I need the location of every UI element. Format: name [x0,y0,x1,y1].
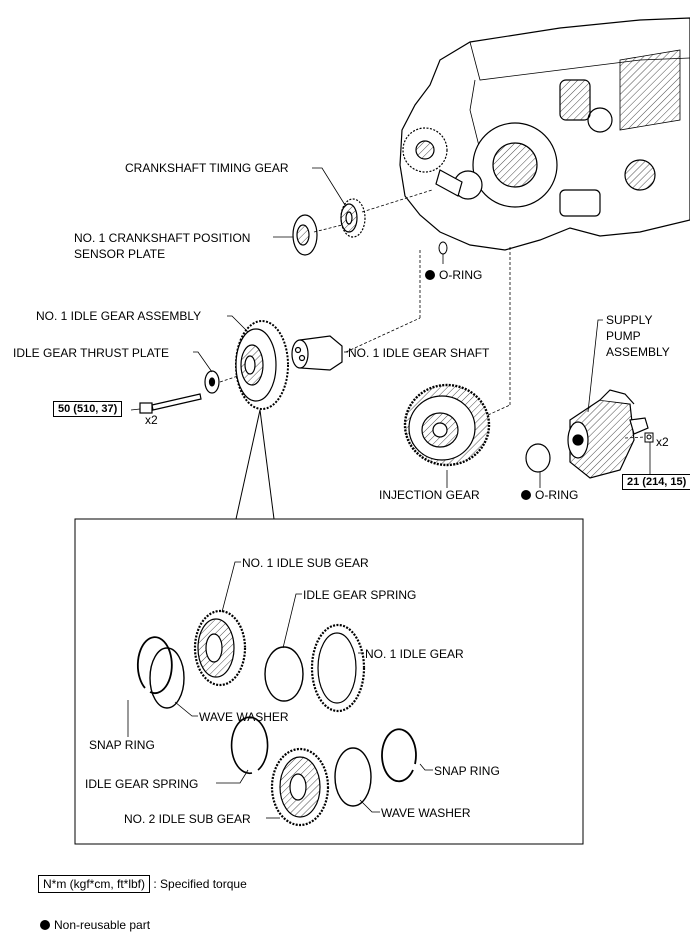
supply-pump-assembly [567,389,649,479]
crankshaft-position-sensor-plate [292,214,318,256]
legend-nonreusable-text: Non-reusable part [54,918,151,932]
legend-torque-desc: : Specified torque [153,877,247,891]
leader-lines [130,167,651,488]
crankshaft-timing-gear [340,198,366,238]
label-no1-idle-sub-gear: NO. 1 IDLE SUB GEAR [242,556,369,570]
non-reusable-icon [425,270,435,280]
no1-idle-gear-assembly [235,320,289,410]
pump-nut [644,432,654,443]
label-snap-ring-2: SNAP RING [434,764,500,778]
label-snap-ring-1: SNAP RING [89,738,155,752]
o-ring-top-part [438,241,448,255]
engine-block [399,17,690,251]
detail-leader-lines [127,561,433,819]
no1-idle-gear-part [310,623,366,713]
idle-gear-thrust-plate [204,370,220,394]
label-supply-pump-line2: PUMP [606,329,641,343]
legend-torque-unit: N*m (kgf*cm, ft*lbf) [38,875,151,893]
label-injection-gear: INJECTION GEAR [379,488,480,502]
no1-idle-gear-shaft [291,335,343,371]
alignment-lines [219,189,646,439]
label-no1-idle-gear-assembly: NO. 1 IDLE GEAR ASSEMBLY [36,309,202,323]
label-idle-gear-spring-2: IDLE GEAR SPRING [85,777,199,791]
label-supply-pump-line1: SUPPLY [606,313,653,327]
label-o-ring-pump: O-RING [521,488,578,502]
snap-ring-1-part [136,636,173,695]
label-o-ring-top-text: O-RING [439,268,483,282]
injection-gear [403,383,491,467]
label-crankshaft-position-sensor-plate-line1: NO. 1 CRANKSHAFT POSITION [74,231,251,245]
torque-idle-gear-bolt: 50 (510, 37) [53,401,123,417]
wave-washer-2-part [334,747,372,807]
label-no1-idle-gear: NO. 1 IDLE GEAR [365,647,464,661]
o-ring-pump-part [525,443,551,473]
idle-gear-spring-2-part [230,716,269,775]
label-supply-pump-line3: ASSEMBLY [606,345,670,359]
label-bolt-quantity: x2 [145,413,158,427]
legend-nonreusable: Non-reusable part [40,918,150,932]
label-crankshaft-timing-gear: CRANKSHAFT TIMING GEAR [125,161,289,175]
non-reusable-icon [40,920,50,930]
label-no1-idle-gear-shaft: NO. 1 IDLE GEAR SHAFT [348,346,490,360]
wave-washer-1-part [149,647,185,709]
label-wave-washer-1: WAVE WASHER [199,710,289,724]
label-o-ring-pump-text: O-RING [535,488,579,502]
label-crankshaft-position-sensor-plate-line2: SENSOR PLATE [74,247,166,261]
torque-pump-nut: 21 (214, 15) [622,474,690,490]
idle-gear-bolt [139,393,202,414]
no2-idle-sub-gear-part [270,747,330,827]
idle-gear-spring-1-part [264,646,304,702]
non-reusable-icon [521,490,531,500]
legend-torque: N*m (kgf*cm, ft*lbf) : Specified torque [38,875,247,893]
label-idle-gear-thrust-plate: IDLE GEAR THRUST PLATE [13,346,170,360]
label-nut-quantity: x2 [656,435,669,449]
label-o-ring-top: O-RING [425,268,482,282]
no1-idle-sub-gear-part [193,609,247,687]
detail-callout [74,409,584,845]
label-wave-washer-2: WAVE WASHER [381,806,471,820]
snap-ring-2-part [381,728,417,783]
label-idle-gear-spring-1: IDLE GEAR SPRING [303,588,417,602]
label-no2-idle-sub-gear: NO. 2 IDLE SUB GEAR [124,812,251,826]
